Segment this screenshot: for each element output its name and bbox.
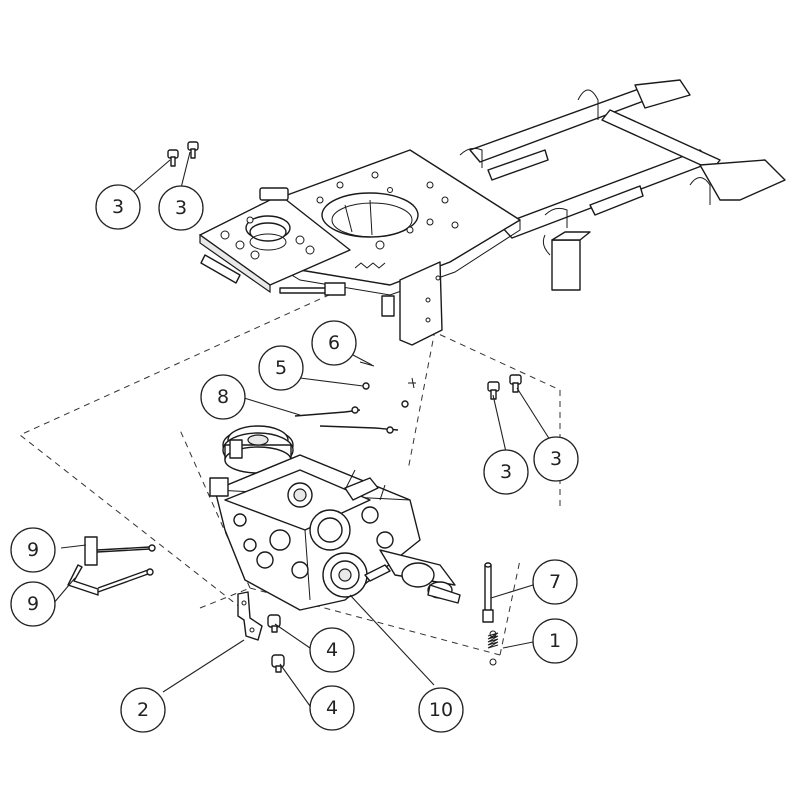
part-4-bolt-upper — [267, 614, 281, 633]
part-9-rod-lower — [67, 564, 154, 596]
callout-9b-label: 9 — [27, 593, 39, 615]
callout-10: 10 — [418, 687, 464, 733]
callout-3d: 3 — [533, 436, 579, 482]
part-2-bracket — [237, 591, 263, 641]
callout-2-label: 2 — [137, 699, 149, 721]
callout-6: 6 — [311, 320, 357, 366]
callout-8: 8 — [200, 374, 246, 420]
transaxle-assembly — [209, 425, 461, 611]
callout-7-label: 7 — [549, 571, 561, 593]
frame-assembly — [199, 79, 786, 346]
callout-3d-label: 3 — [550, 448, 562, 470]
bolt-3a — [167, 149, 179, 167]
callout-10-label: 10 — [429, 699, 453, 721]
leader-lines — [52, 151, 551, 707]
callout-3b-label: 3 — [175, 197, 187, 219]
callout-5: 5 — [258, 345, 304, 391]
part-4-bolt-lower — [271, 654, 285, 673]
part-5-clip — [362, 382, 409, 408]
callout-7: 7 — [532, 559, 578, 605]
callout-3b: 3 — [158, 185, 204, 231]
callout-6-label: 6 — [328, 332, 340, 354]
callout-9a-label: 9 — [27, 539, 39, 561]
rod-8-lower — [319, 425, 399, 434]
part-1-spring — [487, 630, 499, 666]
callout-3c-label: 3 — [500, 461, 512, 483]
callout-4a-label: 4 — [326, 639, 338, 661]
callout-2: 2 — [120, 687, 166, 733]
callout-1: 1 — [532, 618, 578, 664]
assembly-dashed-lines — [19, 289, 561, 656]
callout-9a: 9 — [10, 527, 56, 573]
callout-9b: 9 — [10, 581, 56, 627]
rod-8-upper — [294, 406, 361, 417]
callout-8-label: 8 — [217, 386, 229, 408]
callout-4a: 4 — [309, 627, 355, 673]
callout-3a-label: 3 — [112, 196, 124, 218]
callout-3a: 3 — [95, 184, 141, 230]
callout-4b-label: 4 — [326, 697, 338, 719]
part-9-rod-upper — [84, 536, 156, 566]
callout-3c: 3 — [483, 449, 529, 495]
callout-1-label: 1 — [549, 630, 561, 652]
part-7-rod — [482, 562, 494, 623]
bolt-3c — [487, 381, 500, 400]
bolt-3d — [509, 374, 522, 393]
bolt-3b — [187, 141, 199, 159]
callout-5-label: 5 — [275, 357, 287, 379]
callout-4b: 4 — [309, 685, 355, 731]
